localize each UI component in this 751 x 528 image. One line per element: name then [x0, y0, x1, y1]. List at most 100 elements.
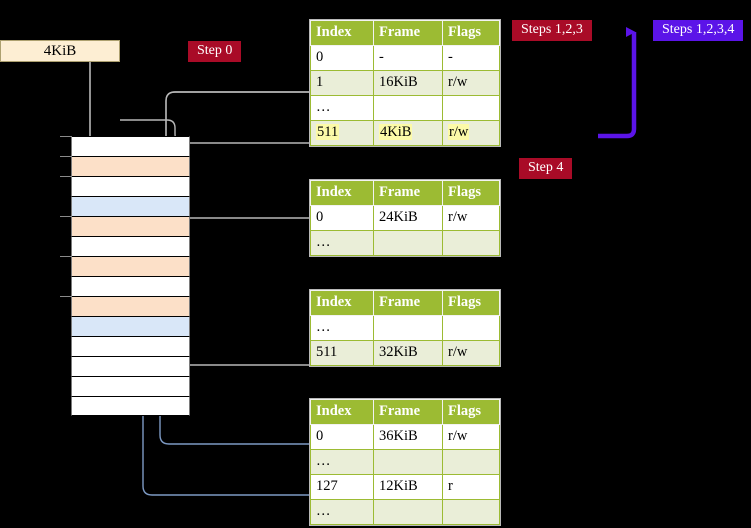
- highlighted-value: r/w: [448, 124, 470, 140]
- memory-row: [60, 156, 190, 176]
- cell-frame: 36KiB: [373, 424, 443, 450]
- cell-index: …: [310, 499, 374, 525]
- cell-flags: [442, 95, 500, 121]
- table-row: …: [310, 95, 500, 121]
- cell-frame: 12KiB: [373, 474, 443, 500]
- cell-flags: -: [442, 45, 500, 71]
- column-header-frame: Frame: [373, 290, 443, 316]
- column-header-frame: Frame: [373, 180, 443, 206]
- badge-steps-1-2-3: Steps 1,2,3: [512, 20, 592, 41]
- highlighted-value: 4KiB: [379, 124, 413, 140]
- cell-frame: -: [373, 45, 443, 71]
- highlighted-value: 511: [316, 124, 340, 140]
- table-row: 511 4KiB r/w: [310, 120, 500, 146]
- cell-frame: [373, 95, 443, 121]
- cell-index: …: [310, 449, 374, 475]
- cell-frame: 24KiB: [373, 205, 443, 231]
- cell-index: 0: [310, 205, 374, 231]
- memory-row: [71, 376, 190, 396]
- column-header-frame: Frame: [373, 20, 443, 46]
- cell-frame: [373, 449, 443, 475]
- column-header-flags: Flags: [442, 399, 500, 425]
- memory-row: [71, 276, 190, 296]
- cell-frame: [373, 499, 443, 525]
- purple-bracket-arrow: [598, 27, 637, 139]
- memory-row: [60, 296, 190, 316]
- column-header-flags: Flags: [442, 180, 500, 206]
- badge-step-4: Step 4: [519, 158, 573, 179]
- cell-index: 511: [310, 340, 374, 366]
- memory-row: [71, 316, 190, 336]
- memory-row: [60, 216, 190, 236]
- cell-flags: r/w: [442, 120, 500, 146]
- memory-row: [71, 236, 190, 256]
- cell-flags: [442, 499, 500, 525]
- cell-frame: [373, 315, 443, 341]
- memory-row-tick: [60, 216, 72, 217]
- cell-flags: r: [442, 474, 500, 500]
- column-header-index: Index: [310, 290, 374, 316]
- cell-index: 127: [310, 474, 374, 500]
- memory-row: [60, 136, 190, 156]
- column-header-index: Index: [310, 399, 374, 425]
- cell-frame: 32KiB: [373, 340, 443, 366]
- cell-frame: 4KiB: [373, 120, 443, 146]
- cell-index: …: [310, 230, 374, 256]
- cell-flags: [442, 449, 500, 475]
- cell-frame: [373, 230, 443, 256]
- column-header-index: Index: [310, 180, 374, 206]
- memory-row-tick: [60, 256, 72, 257]
- cell-index: 1: [310, 70, 374, 96]
- memory-row: [71, 356, 190, 376]
- table-row: …: [310, 499, 500, 525]
- cell-index: …: [310, 315, 374, 341]
- table-row: …: [310, 449, 500, 475]
- cell-flags: r/w: [442, 70, 500, 96]
- cell-flags: r/w: [442, 205, 500, 231]
- cell-flags: r/w: [442, 424, 500, 450]
- memory-grid: [60, 136, 190, 416]
- cell-frame: 16KiB: [373, 70, 443, 96]
- memory-row: [71, 396, 190, 416]
- column-header-index: Index: [310, 20, 374, 46]
- table-row: 0--: [310, 45, 500, 71]
- cell-flags: r/w: [442, 340, 500, 366]
- cell-index: …: [310, 95, 374, 121]
- cell-flags: [442, 230, 500, 256]
- column-header-frame: Frame: [373, 399, 443, 425]
- memory-row: [71, 196, 190, 216]
- memory-row: [60, 256, 190, 276]
- badge-step-0: Step 0: [188, 41, 242, 62]
- memory-row-tick: [60, 176, 72, 177]
- memory-row-tick: [60, 136, 72, 137]
- badge-steps-1-2-3-4: Steps 1,2,3,4: [653, 20, 744, 41]
- cell-index: 511: [310, 120, 374, 146]
- memory-block-label: 4KiB: [43, 42, 77, 59]
- wire-table2-row0-to-memory: [172, 217, 312, 260]
- table-row: …: [310, 230, 500, 256]
- cell-flags: [442, 315, 500, 341]
- column-header-flags: Flags: [442, 290, 500, 316]
- memory-row: [71, 336, 190, 356]
- memory-row-tick: [60, 296, 72, 297]
- cell-index: 0: [310, 45, 374, 71]
- table-row: …: [310, 315, 500, 341]
- memory-row-tick: [60, 156, 72, 157]
- column-header-flags: Flags: [442, 20, 500, 46]
- cell-index: 0: [310, 424, 374, 450]
- memory-block-label-box: 4KiB: [0, 40, 120, 62]
